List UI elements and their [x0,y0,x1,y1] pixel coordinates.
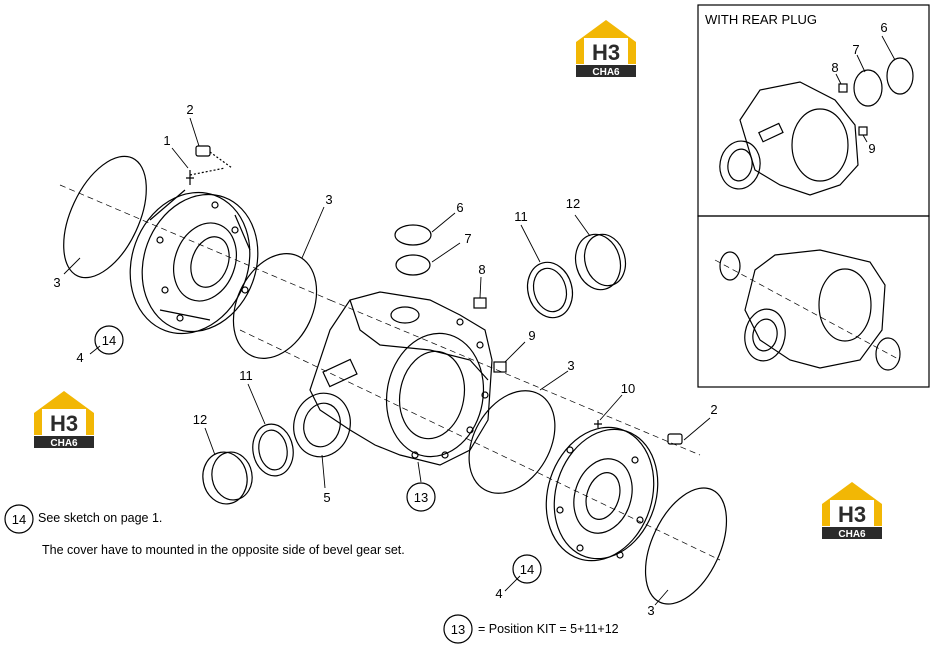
brand-logo-right-h3: H3 [838,502,866,527]
label-part-4: 4 [76,350,83,365]
inset-frame-bottom [697,215,930,388]
plug-9 [493,361,507,373]
label-part-12-bottom: 12 [193,412,207,427]
note-kit-13: = Position KIT = 5+11+12 [478,622,619,636]
callout-14-top [94,325,124,355]
snap-ring-6 [394,224,432,246]
callout-text-13-body: 13 [414,490,428,505]
pin-10 [594,420,602,428]
label-part-3-left: 3 [53,275,60,290]
inset-bottom-seal-left [719,251,741,281]
leader-lines [63,35,896,606]
inset-snap-ring-7 [853,69,883,107]
label-part-8: 8 [478,262,485,277]
cover-left [129,189,259,335]
ring-11-bottom [252,423,294,477]
inset-housing-bottom [744,249,886,369]
inset-bottom-seal-right [875,337,901,371]
axle-housing [293,291,493,466]
axis-lines [59,184,721,561]
o-ring-center-left [232,253,318,359]
callout-circles [4,325,542,644]
o-ring-left [63,155,147,279]
label-part-1: 1 [163,133,170,148]
label-part-7: 7 [464,231,471,246]
plug-7 [395,254,431,276]
label-part-2: 2 [186,102,193,117]
o-ring-right [644,487,728,605]
callout-14-bottom [512,554,542,584]
label-part-10: 10 [621,381,635,396]
label-part-3-right: 3 [567,358,574,373]
label-part-11-top: 11 [514,209,528,224]
callout-13-body [406,482,436,512]
callout-13-note [443,614,473,644]
brand-logo-left-h3: H3 [50,411,78,436]
label-part-4-right: 4 [495,586,502,601]
pin-1 [186,170,194,185]
inset-plug-8 [838,83,848,93]
callout-text-14-top: 14 [102,333,116,348]
label-part-12-top: 12 [566,196,580,211]
callout-text-14-bottom: 14 [520,562,534,577]
brand-logo-top-h3: H3 [592,40,620,65]
label-part-3-center: 3 [325,192,332,207]
label-part-5: 5 [323,490,330,505]
brand-logo-top-sub: CHA6 [592,67,620,78]
label-inset-9: 9 [868,141,875,156]
label-inset-8: 8 [831,60,838,75]
ring-11-top [526,261,574,319]
callout-text-14-note: 14 [12,512,26,527]
plug-2-top [195,145,211,157]
label-inset-6: 6 [880,20,887,35]
seal-12-bottom [202,451,248,505]
cover-right [545,426,659,562]
plug-guide-lines [189,151,233,176]
note-see-sketch: See sketch on page 1. [38,511,163,525]
label-part-11-bottom: 11 [239,368,253,383]
o-ring-center-right [468,390,556,494]
label-inset-7: 7 [852,42,859,57]
seal-12-top [574,233,622,291]
note-cover-mount: The cover have to mounted in the opposit… [42,543,405,557]
label-part-2-right: 2 [710,402,717,417]
housing-flange-5 [293,392,351,458]
brand-logo-top: H3 CHA6 [576,20,636,78]
callout-text-13-note: 13 [451,622,465,637]
label-part-3-bottom-right: 3 [647,603,654,618]
brand-logo-left-sub: CHA6 [50,438,78,449]
inset-plug-9 [858,126,868,136]
label-part-6: 6 [456,200,463,215]
callout-14-note [4,504,34,534]
inset-ring-6 [886,57,914,95]
brand-logo-right-sub: CHA6 [838,529,866,540]
brand-logo-right: H3 CHA6 [822,482,882,540]
inset-housing-top [719,81,859,196]
label-part-9: 9 [528,328,535,343]
brand-logo-left: H3 CHA6 [34,391,94,449]
plug-8 [473,297,487,309]
inset-title: WITH REAR PLUG [705,12,817,27]
plug-2-right [667,433,683,445]
